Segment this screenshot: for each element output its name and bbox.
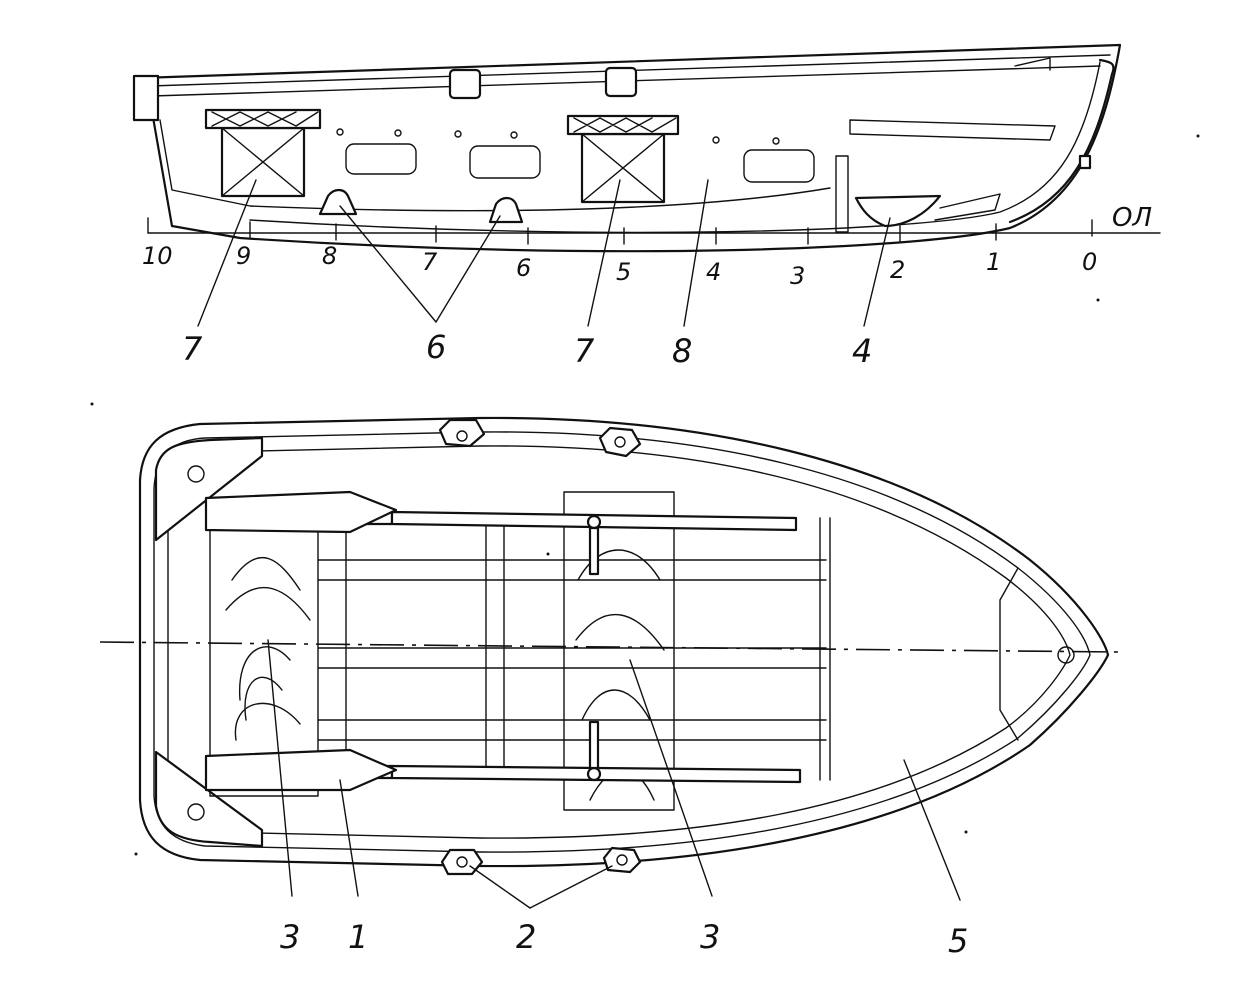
oarlock-socket (604, 66, 638, 98)
bow-eye (1078, 154, 1092, 170)
station-label: 0 (1082, 248, 1097, 276)
side-view: 10 9 8 7 6 5 4 3 2 1 0 ОЛ 7 6 7 8 4 (132, 43, 1161, 370)
station-ticks (147, 217, 1093, 245)
wood-grain (225, 557, 311, 741)
drain-hole (187, 803, 205, 821)
station-label: 6 (516, 254, 531, 282)
station-label: 3 (790, 262, 805, 290)
lightening-hole (469, 145, 541, 179)
wood-grain (575, 549, 665, 801)
oar-bracket (488, 196, 524, 224)
oarlock (586, 766, 602, 782)
buoyancy-box-cross (221, 127, 305, 197)
buoyancy-box-cross (581, 133, 665, 203)
socket-hole (614, 436, 626, 448)
floorboards (317, 517, 831, 781)
callout-oar-bracket: 6 (426, 328, 446, 366)
socket-hole (456, 430, 468, 442)
plan-leader-lines (267, 639, 961, 909)
station-label: 1 (986, 248, 1001, 276)
lightening-hole (345, 143, 417, 175)
callout-skeg: 4 (852, 332, 872, 370)
corner-knee (154, 436, 264, 542)
oarlock (586, 514, 602, 530)
station-label: 8 (322, 242, 337, 270)
bow-eye-hole (1057, 646, 1075, 664)
lid-hatching (211, 111, 319, 127)
bulkhead (835, 155, 849, 233)
station-label: 9 (236, 242, 251, 270)
buoyancy-box-lid (566, 114, 680, 136)
keel-strip (934, 193, 1001, 221)
waterline-label: ОЛ (1112, 203, 1152, 233)
callout-oarlock-socket: 2 (516, 918, 536, 956)
callout-buoyancy-box: 7 (574, 332, 595, 370)
oarlock-socket (438, 418, 486, 448)
bow-stem (1008, 58, 1115, 224)
oarlock-socket (602, 846, 642, 874)
socket-hole (456, 856, 468, 868)
station-label: 10 (142, 242, 173, 270)
middle-thwart (563, 491, 675, 811)
station-label: 4 (706, 258, 721, 286)
oar-bracket (318, 188, 358, 216)
buoyancy-box-lid (204, 108, 322, 130)
lid-hatching (573, 117, 677, 133)
scan-specks (90, 134, 1200, 856)
centerline (99, 641, 1119, 653)
station-label: 7 (422, 248, 438, 276)
transom-block (132, 74, 160, 122)
bow-breasthook (999, 567, 1019, 741)
oarlock-socket (598, 426, 642, 458)
hull-plan-outer (138, 416, 1110, 868)
oarlock-pin (588, 720, 600, 770)
station-label: 5 (616, 258, 631, 286)
callout-oar: 1 (348, 918, 368, 956)
corner-knee (154, 750, 264, 848)
rivet-holes (336, 128, 780, 145)
oarlock-pin (588, 526, 600, 576)
skeg (854, 194, 942, 228)
bow-deck (849, 57, 1056, 141)
callout-middle-thwart: 3 (700, 918, 720, 956)
socket-hole (616, 854, 628, 866)
inner-hull-line (159, 61, 1101, 234)
callout-bow-deck: 5 (948, 922, 968, 960)
oar-blade-wide (204, 490, 398, 534)
drain-hole (187, 465, 205, 483)
callout-stern-seat: 3 (280, 918, 300, 956)
callout-side-panel: 8 (672, 332, 692, 370)
callout-buoyancy-box: 7 (182, 330, 203, 368)
hull-side-outline (138, 43, 1122, 253)
oar-blade-wide (204, 748, 398, 792)
plan-view: 3 1 2 3 5 (99, 416, 1119, 960)
station-label: 2 (890, 256, 905, 284)
oarlock-socket (448, 68, 482, 100)
lightening-hole (743, 149, 815, 183)
side-leader-lines (197, 179, 891, 327)
